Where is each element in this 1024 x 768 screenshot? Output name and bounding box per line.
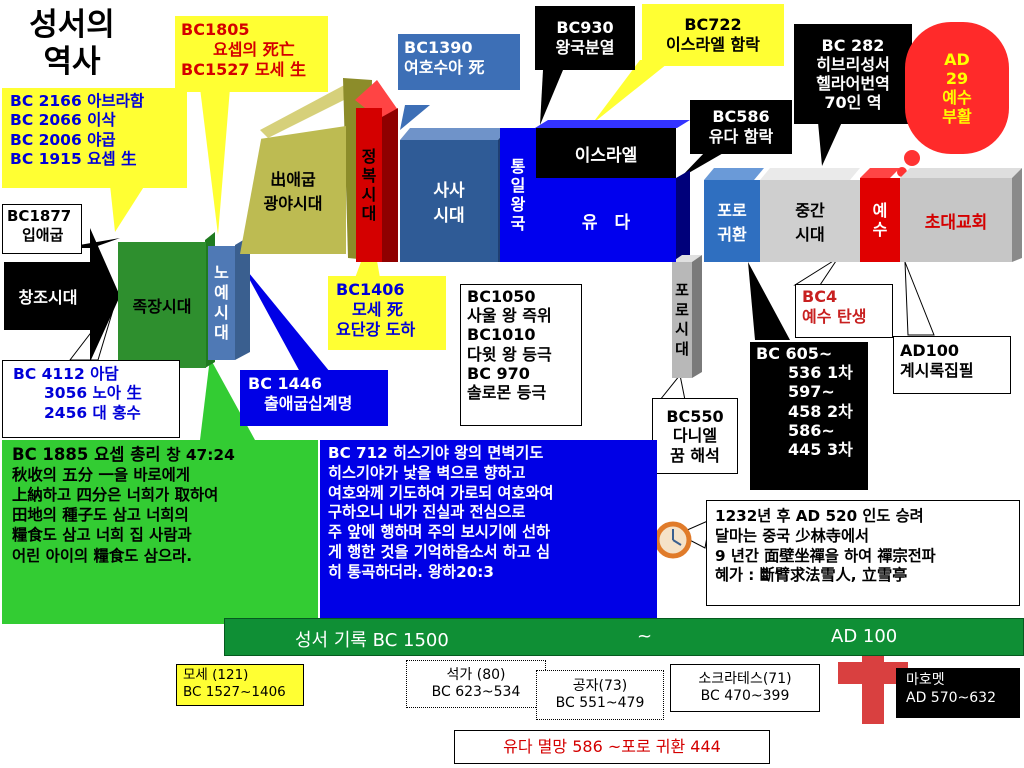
exodus-top bbox=[260, 82, 352, 138]
callout-hezekiah: BC 712 히스기야 왕의 면벽기도 히스기야가 낯을 벽으로 향하고 여호와… bbox=[320, 440, 657, 618]
box-moses: 모세 (121) BC 1527~1406 bbox=[176, 664, 304, 706]
block-exile: 포로시대 bbox=[672, 262, 692, 378]
joseph-verse-head: BC 1885 요셉 총리 bbox=[12, 445, 167, 464]
cross-horizontal bbox=[838, 662, 908, 684]
judah-side bbox=[676, 170, 690, 262]
box-judah-return: 유다 멸망 586 ~포로 귀환 444 bbox=[454, 730, 770, 764]
intertestament-top bbox=[760, 168, 860, 180]
block-intertestament: 중간 시대 bbox=[760, 180, 860, 262]
callout-joshua: BC1390 여호수아 死 bbox=[398, 34, 520, 90]
box-mohammed: 마호멧 AD 570~632 bbox=[896, 668, 1020, 718]
callout-exodus-date: BC 1446 출애굽십계명 bbox=[240, 370, 388, 426]
callout-patriarchs: BC 2166 아브라함 BC 2066 이삭 BC 2006 야곱 BC 19… bbox=[2, 88, 187, 188]
callout-deportation: BC 605~ 536 1차 597~ 458 2차 586~ 445 3차 bbox=[750, 342, 868, 490]
block-united: 통일왕국 bbox=[500, 128, 536, 262]
block-judges: 사사 시대 bbox=[400, 140, 498, 262]
bubble-dot-1 bbox=[904, 150, 920, 166]
pointer-judah-fall bbox=[680, 152, 725, 178]
pointer-daniel bbox=[658, 373, 686, 401]
pointer-israel-fall bbox=[592, 60, 672, 124]
callout-septuagint: BC 282 히브리성서 헬라어번역 70인 역 bbox=[794, 24, 912, 124]
box-buddha: 석가 (80) BC 623~534 bbox=[406, 660, 546, 708]
pointer-deportation bbox=[748, 262, 790, 340]
return-top bbox=[704, 168, 764, 180]
banner-mid: ~ bbox=[637, 626, 653, 647]
block-israel: 이스라엘 bbox=[536, 128, 676, 178]
joseph-verse-body: 秋收의 五分 一을 바로에게 上納하고 四分은 너희가 取하여 田地의 種子도 … bbox=[12, 466, 219, 565]
callout-jesus-birth: BC4 예수 탄생 bbox=[795, 284, 893, 338]
joseph-verse-ref: 창 47:24 bbox=[166, 446, 235, 464]
callout-moses-death: BC1406 모세 死 요단강 도하 bbox=[328, 276, 446, 350]
block-patriarch: 족장시대 bbox=[118, 242, 206, 368]
block-egypt: 노예시대 bbox=[208, 246, 235, 360]
creation-arrow bbox=[4, 228, 120, 362]
united-top bbox=[535, 120, 690, 128]
pointer-joshua bbox=[400, 105, 430, 130]
pointer-joseph-death bbox=[200, 88, 230, 235]
pointer-exodus bbox=[240, 262, 330, 372]
church-side bbox=[1012, 168, 1022, 262]
pointer-patriarchs bbox=[110, 185, 145, 232]
callout-bodhidharma: 1232년 후 AD 520 인도 승려 달마는 중국 少林寺에서 9 년간 面… bbox=[706, 500, 1020, 606]
exile-side bbox=[692, 255, 702, 378]
pointer-septuagint bbox=[818, 122, 842, 166]
pointer-division bbox=[540, 70, 563, 125]
pointer-jesus-birth bbox=[793, 257, 839, 286]
callout-revelation: AD100 계시록집필 bbox=[893, 336, 1011, 394]
callout-israel-fall: BC722 이스라엘 함락 bbox=[642, 4, 784, 66]
block-church: 초대교회 bbox=[900, 178, 1012, 262]
jesus-top bbox=[860, 168, 900, 178]
callout-adam: BC 4112 아담 3056 노아 生 2456 대 홍수 bbox=[2, 360, 180, 438]
conquest-top bbox=[355, 80, 398, 120]
block-jesus: 예수 bbox=[860, 178, 900, 262]
block-creation: 창조시대 bbox=[18, 288, 78, 307]
record-banner: 성서 기록 BC 1500 ~ AD 100 bbox=[224, 618, 1024, 656]
callout-division: BC930 왕국분열 bbox=[535, 6, 635, 70]
pointer-revelation bbox=[904, 261, 935, 336]
block-judah: 유 다 bbox=[536, 178, 676, 262]
box-confucius: 공자(73) BC 551~479 bbox=[536, 670, 664, 720]
callout-kings: BC1050 사울 왕 즉위 BC1010 다윗 왕 등극 BC 970 솔로몬… bbox=[460, 284, 582, 426]
conquest-side bbox=[380, 108, 398, 262]
banner-left: 성서 기록 BC 1500 bbox=[295, 630, 449, 651]
block-conquest: 정복시대 bbox=[356, 108, 382, 262]
callout-egypt-entry: BC1877 입애굽 bbox=[2, 204, 82, 254]
page-title: 성서의 역사 bbox=[29, 6, 115, 80]
box-socrates: 소크라테스(71) BC 470~399 bbox=[670, 664, 820, 712]
callout-judah-fall: BC586 유다 함락 bbox=[690, 100, 792, 154]
judges-top bbox=[400, 128, 508, 140]
egypt-side bbox=[235, 236, 250, 360]
callout-joseph-verse: BC 1885 요셉 총리 창 47:24 秋收의 五分 一을 바로에게 上納하… bbox=[2, 440, 318, 624]
callout-resurrection: AD 29 예수 부활 bbox=[905, 22, 1009, 154]
callout-joseph-death: BC1805 요셉의 死亡 BC1527 모세 生 bbox=[175, 16, 328, 92]
banner-right: AD 100 bbox=[831, 626, 898, 647]
church-top bbox=[900, 168, 1022, 178]
callout-daniel: BC550 다니엘 꿈 해석 bbox=[652, 398, 738, 474]
block-return: 포로 귀환 bbox=[704, 180, 760, 262]
